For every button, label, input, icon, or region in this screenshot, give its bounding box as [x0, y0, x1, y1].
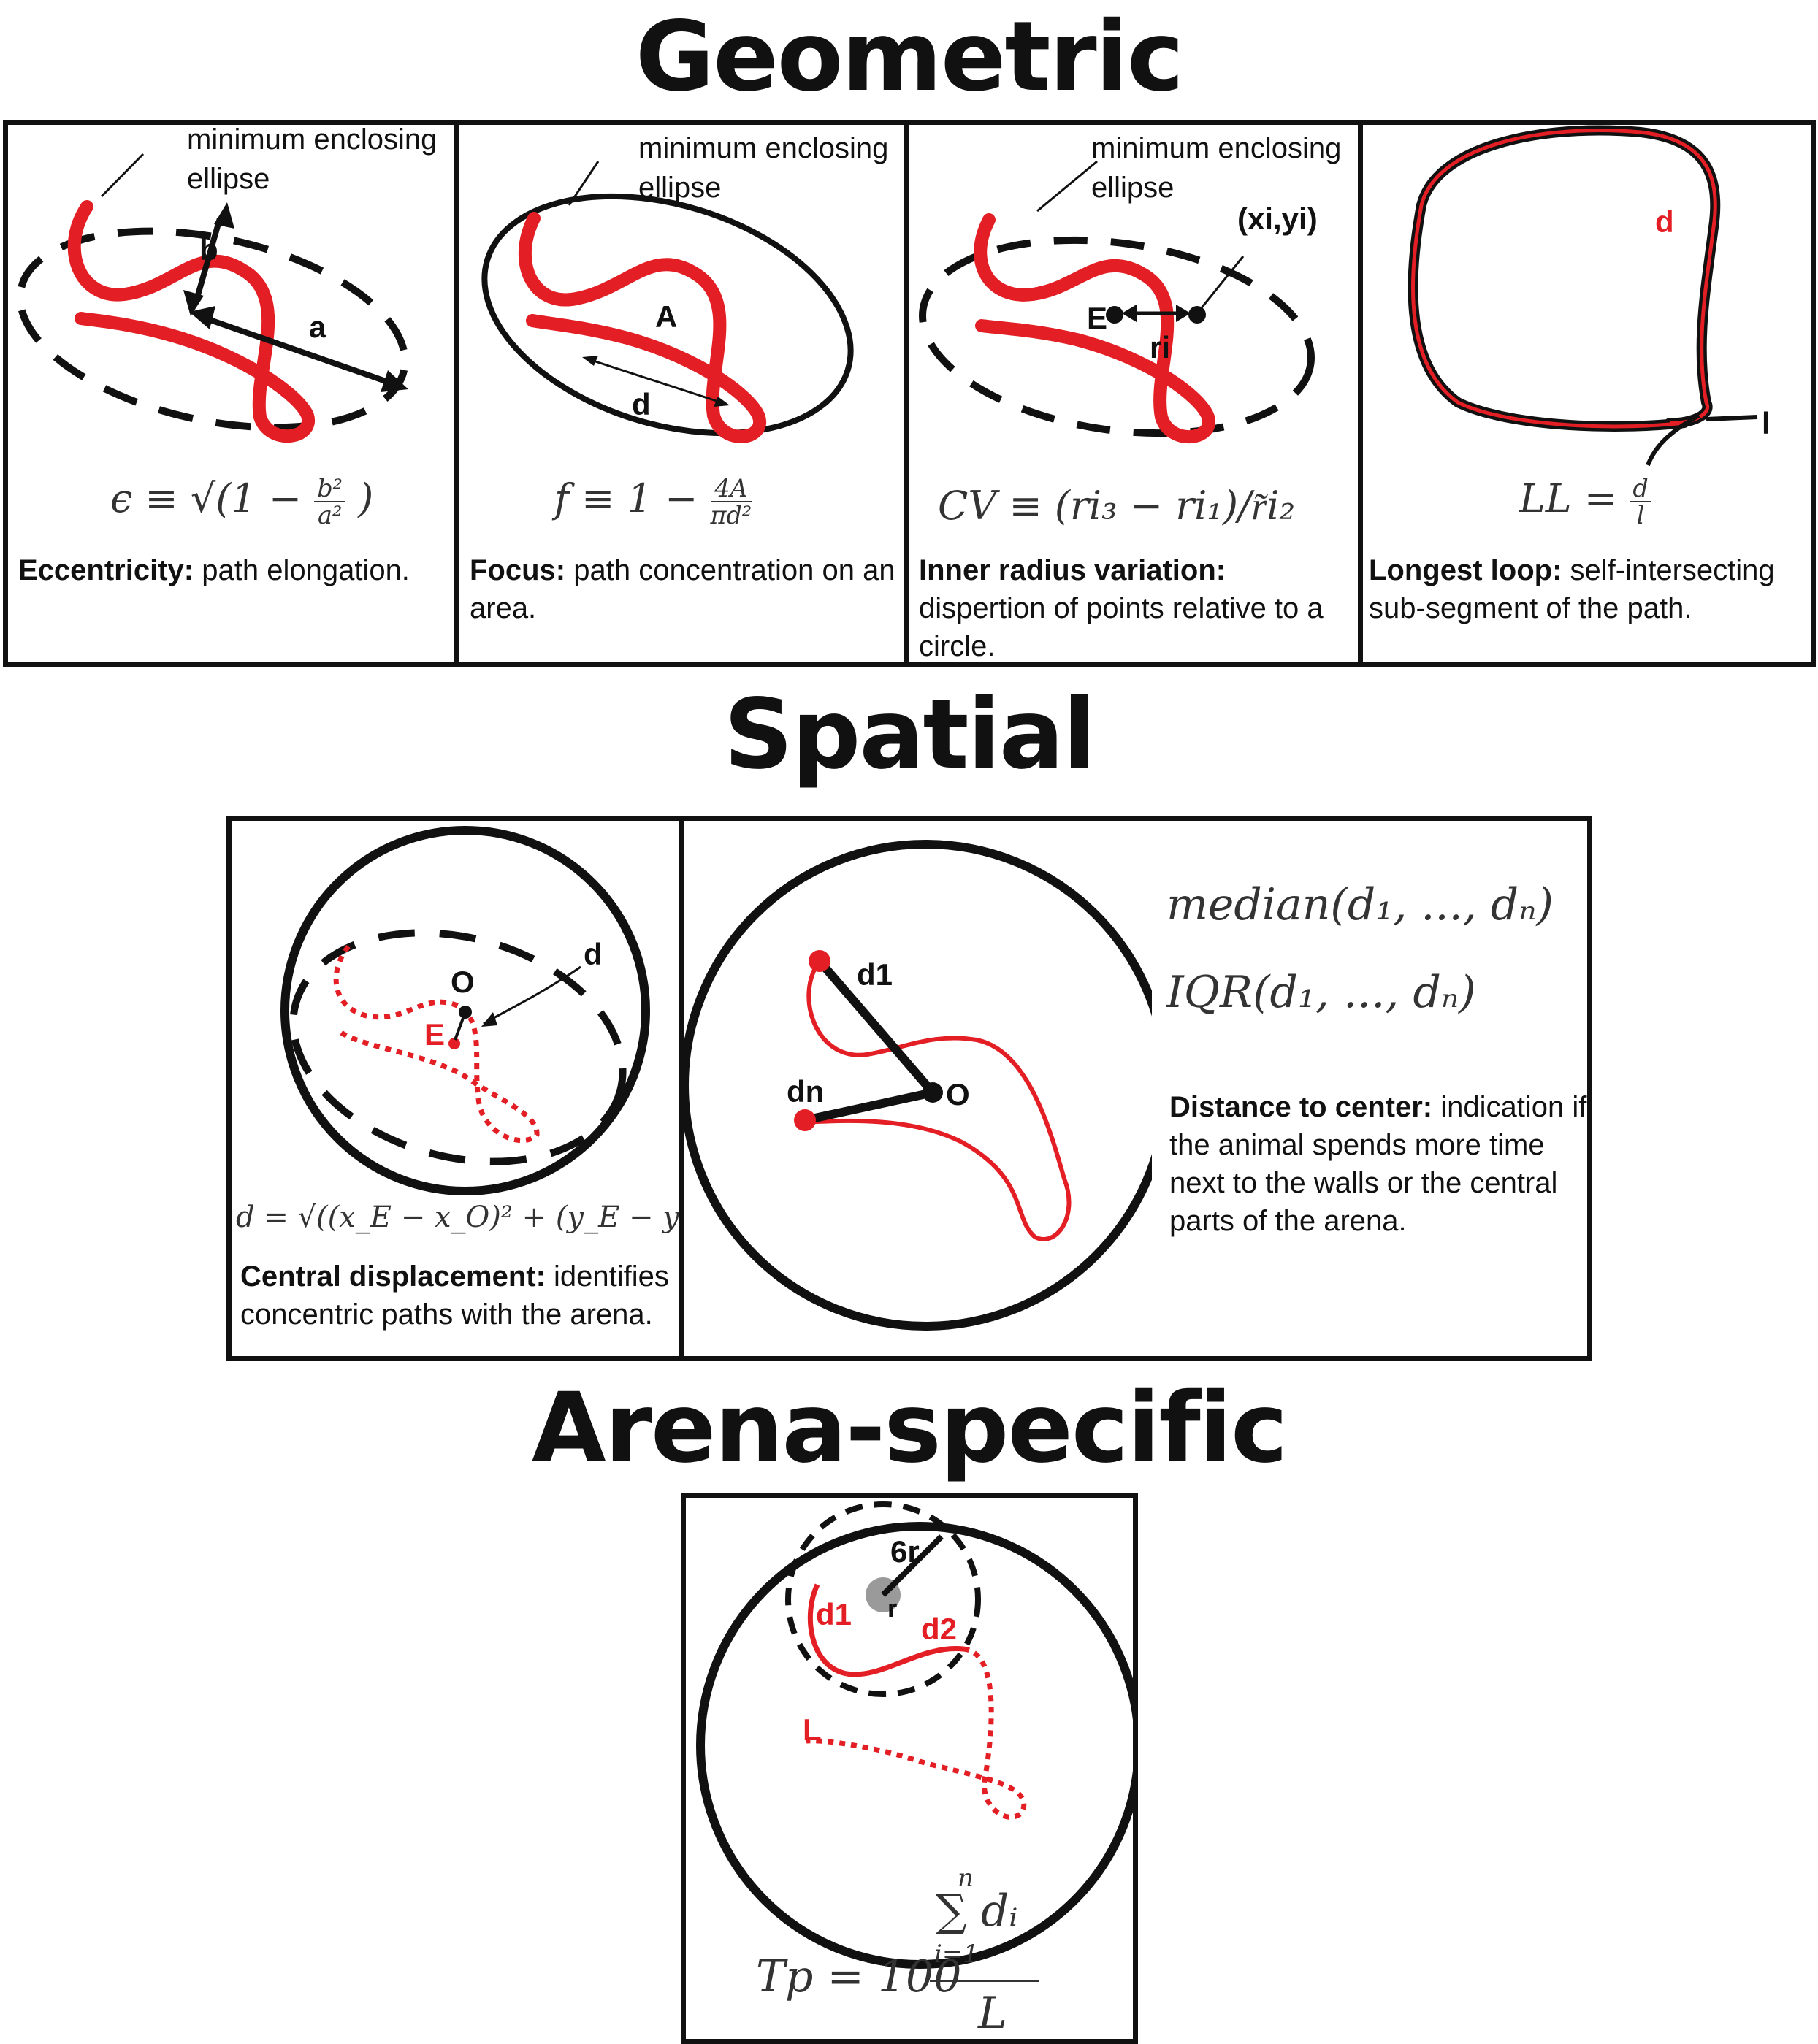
marker-E: E	[424, 1017, 446, 1052]
marker-xiyi: (xi,yi)	[1237, 202, 1318, 236]
marker-dn: dn	[787, 1074, 825, 1109]
section-title-geometric: Geometric	[635, 1, 1184, 113]
description-central-displacement: Central displacement: identifies concent…	[240, 1260, 669, 1331]
marker-l: l	[1762, 406, 1771, 440]
marker-d: d	[1655, 204, 1674, 239]
formula-tp-sum: ∑ dᵢ	[936, 1886, 1018, 1937]
formula-iqr: IQR(d₁, ..., dₙ)	[1166, 967, 1476, 1018]
marker-d2: d2	[921, 1612, 958, 1646]
marker-L: L	[803, 1712, 822, 1747]
marker-6r: 6r	[890, 1534, 920, 1569]
formula-central-displacement: d = √((x_E − x_O)² + (y_E − y_O)²)	[236, 1201, 752, 1234]
formula-tp-sum-bottom: i=1	[934, 1940, 979, 1969]
longest-loop-diagram	[1408, 125, 1758, 467]
distance-to-center-diagram	[684, 840, 1152, 1331]
marker-ri: ri	[1150, 330, 1171, 364]
marker-A: A	[655, 299, 678, 334]
label-ellipse: ellipse	[1091, 172, 1175, 204]
marker-d: d	[632, 387, 651, 421]
marker-d: d	[584, 937, 603, 971]
panel-arena-specific: 6r r d1 d2 L Tp = 100 n ∑ dᵢ i=1 L	[681, 1493, 1138, 2044]
description-focus: Focus: path concentration on an area.	[470, 554, 895, 624]
panel-distance-to-center: d1 dn O median(d₁, ..., dₙ) IQR(d₁, ...,…	[679, 816, 1592, 1361]
label-min-enclosing-ellipse: minimum enclosing	[1091, 132, 1342, 164]
formula-tp-lhs: Tp = 100	[756, 1951, 962, 2002]
marker-d1: d1	[857, 957, 893, 992]
section-title-arena-specific: Arena-specific	[531, 1372, 1288, 1485]
eccentricity-diagram	[16, 153, 409, 443]
formula-tp-fraction-bar	[930, 1980, 1039, 1982]
formula-tp-sum-top: n	[958, 1864, 974, 1893]
focus-diagram	[481, 161, 854, 443]
marker-O: O	[451, 965, 475, 999]
label-min-enclosing-ellipse: minimum enclosing	[187, 123, 438, 156]
marker-r: r	[887, 1595, 898, 1623]
arena-specific-diagram	[696, 1501, 1133, 1969]
panel-focus: minimum enclosing ellipse A d f ≡ 1 − 4A…	[454, 120, 909, 667]
description-eccentricity: Eccentricity: path elongation.	[18, 554, 410, 586]
central-displacement-diagram	[280, 826, 650, 1195]
formula-median: median(d₁, ..., dₙ)	[1166, 879, 1554, 930]
label-min-enclosing-ellipse: minimum enclosing	[638, 132, 889, 164]
panel-inner-radius: minimum enclosing ellipse (xi,yi) E ri C…	[904, 120, 1363, 667]
formula-inner-radius: CV ≡ (ri₃ − ri₁)/r͂i₂	[938, 483, 1296, 529]
marker-b: b	[199, 232, 218, 267]
panel-central-displacement: O E d d = √((x_E − x_O)² + (y_E − y_O)²)…	[226, 816, 752, 1361]
formula-tp-den: L	[978, 1988, 1007, 2039]
description-longest-loop: Longest loop: self-intersecting sub-segm…	[1369, 554, 1775, 624]
section-title-spatial: Spatial	[723, 678, 1096, 791]
inner-radius-diagram	[919, 160, 1315, 443]
marker-E: E	[1087, 301, 1108, 335]
label-ellipse: ellipse	[638, 172, 722, 204]
label-ellipse: ellipse	[187, 163, 270, 195]
marker-O: O	[946, 1077, 970, 1111]
marker-d1: d1	[816, 1597, 852, 1631]
panel-eccentricity: minimum enclosing ellipse b a ϵ ≡ √(1 − …	[3, 120, 459, 667]
marker-a: a	[309, 310, 326, 344]
description-distance-to-center: Distance to center: indication if the an…	[1169, 1091, 1587, 1237]
description-inner-radius: Inner radius variation:dispertion of poi…	[919, 554, 1324, 662]
